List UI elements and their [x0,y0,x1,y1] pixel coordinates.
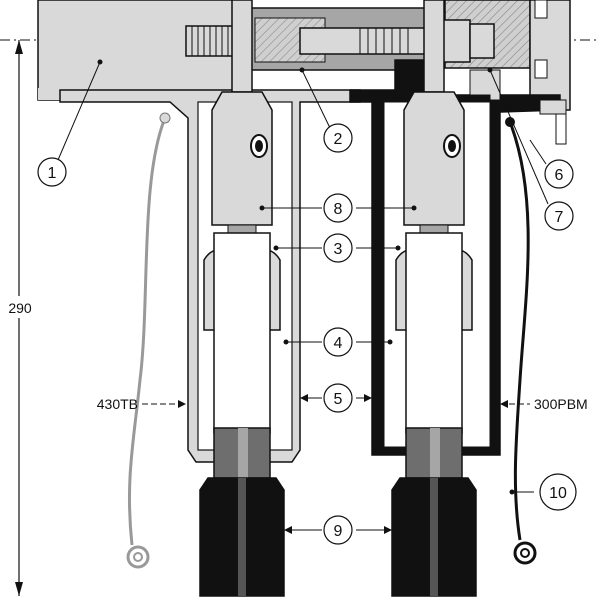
dimension-value: 290 [8,300,32,316]
callout-8: 8 [323,193,353,223]
callout-10-text: 10 [549,485,567,502]
right-ground-wire [505,117,537,565]
callout-6: 6 [544,159,574,189]
callout-1-text: 1 [48,165,57,182]
callout-1: 1 [37,157,67,187]
left-connector-label: 430TB [97,396,138,412]
callout-5-text: 5 [334,391,343,408]
center-block [237,0,571,111]
left-ground-wire [126,112,171,569]
callout-8-text: 8 [334,201,343,218]
leader-lines [57,59,549,534]
callout-5: 5 [323,383,353,413]
callout-9: 9 [323,515,353,545]
callout-7-text: 7 [555,209,564,226]
callout-4-text: 4 [334,335,343,352]
callout-10: 10 [539,473,577,511]
right-connector-label: 300PBM [534,396,588,412]
left-conductor [199,0,285,597]
callout-3: 3 [323,233,353,263]
callout-6-text: 6 [555,167,564,184]
callout-7: 7 [544,201,574,231]
callout-9-text: 9 [334,523,343,540]
callout-2-text: 2 [334,131,343,148]
callout-3-text: 3 [334,241,343,258]
right-conductor [391,0,477,597]
callout-4: 4 [323,327,353,357]
callout-2: 2 [323,123,353,153]
